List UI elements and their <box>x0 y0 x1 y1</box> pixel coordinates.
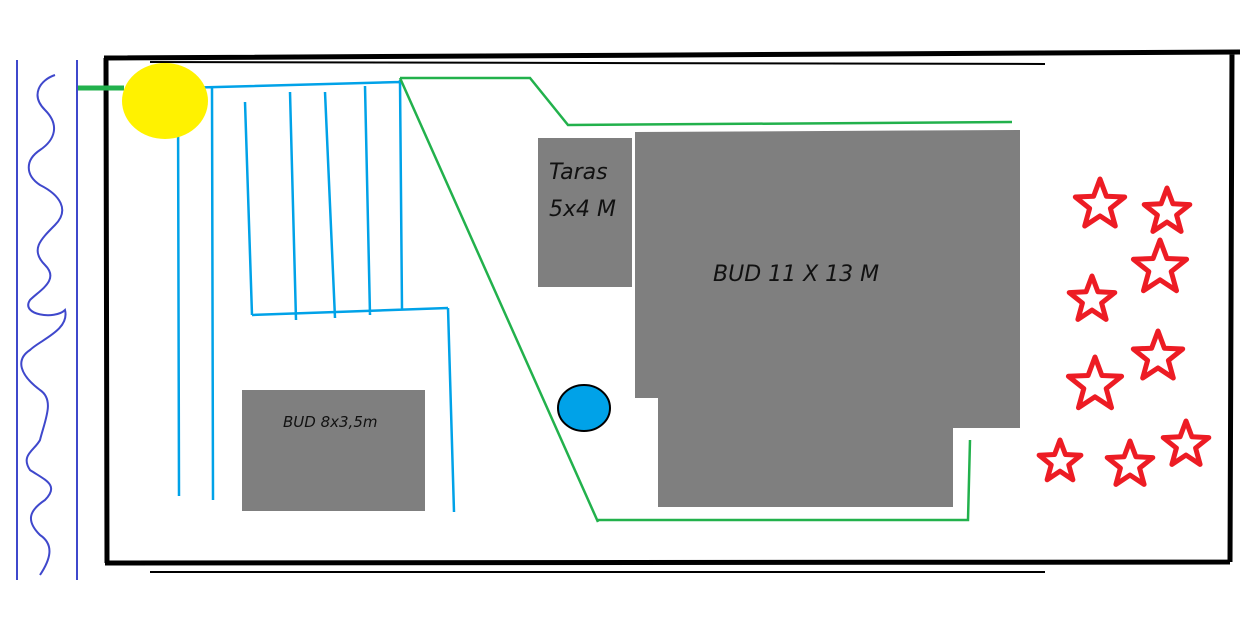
irrigation-lines <box>176 79 456 513</box>
star-icon <box>1066 273 1118 322</box>
sun-icon <box>122 63 208 139</box>
main-building-label: BUD 11 X 13 M <box>713 262 880 287</box>
star-icon <box>1160 418 1212 467</box>
terrace-label-line2: 5x4 M <box>549 197 616 222</box>
terrace <box>538 138 632 287</box>
stream-wave <box>20 74 67 576</box>
terrace-label-line1: Taras <box>549 160 608 185</box>
star-icon <box>1141 185 1193 234</box>
star-icon <box>1130 328 1186 381</box>
small-building-label: BUD 8x3,5m <box>283 413 378 431</box>
star-icon <box>1072 176 1128 229</box>
garden-path <box>78 76 1013 523</box>
main-building <box>635 130 1020 507</box>
star-icon <box>1036 437 1084 483</box>
stream <box>16 60 78 580</box>
star-icon <box>1065 354 1125 411</box>
trees <box>1036 176 1212 487</box>
star-icon <box>1130 237 1190 294</box>
small-building <box>242 390 425 511</box>
star-icon <box>1104 438 1156 487</box>
pool-icon <box>557 384 611 432</box>
plot-boundary <box>103 49 1241 573</box>
